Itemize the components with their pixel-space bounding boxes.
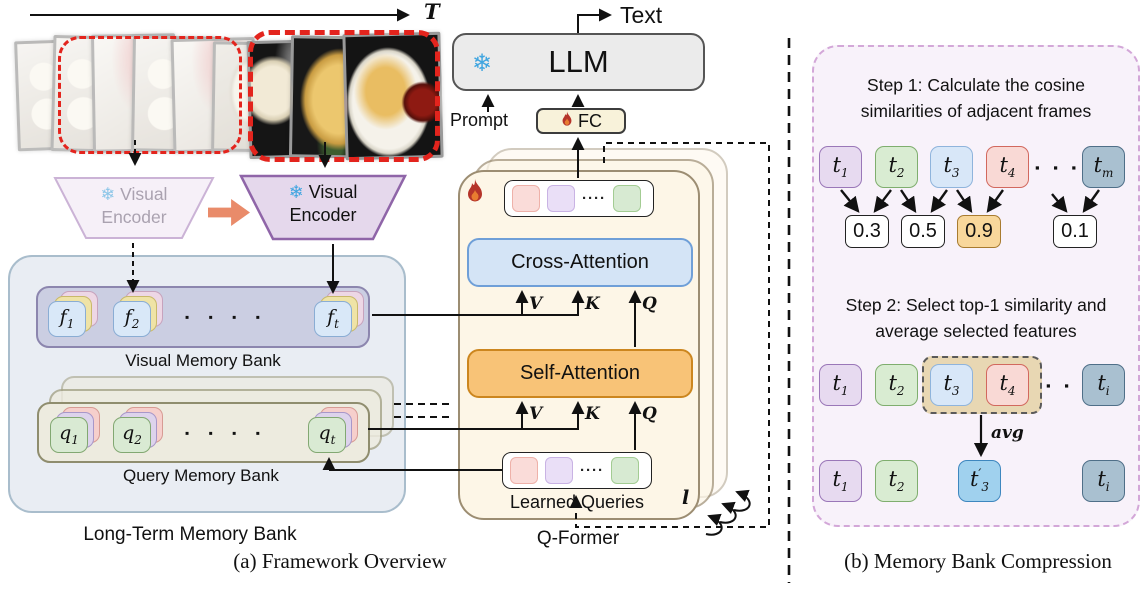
query-label: Q	[642, 294, 657, 314]
snowflake-icon: ❄	[288, 182, 304, 202]
token	[512, 185, 540, 212]
token	[547, 185, 575, 212]
frame-feature: t3	[930, 146, 973, 188]
ellipsis: ▪ ▪ ▪	[1035, 160, 1082, 175]
ellipsis: ····	[582, 190, 606, 207]
cross-attention-block: Cross-Attention	[467, 238, 693, 287]
trainable-flame-icon	[464, 178, 486, 209]
merged-frame-feature: t′3	[958, 460, 1001, 502]
encoder-label: Encoder	[289, 205, 357, 225]
ellipsis: ▪ ▪ ▪	[1046, 378, 1093, 393]
output-token-strip: ····	[504, 180, 654, 217]
frame-feature: t2	[875, 146, 918, 188]
visual-memory-cell: ft	[314, 291, 364, 337]
token	[510, 457, 538, 484]
frame-group-right-highlight	[248, 30, 440, 162]
encoder-label: Encoder	[101, 207, 167, 227]
query-memory-cell: q1	[50, 407, 100, 453]
frame-feature: ti	[1082, 460, 1125, 502]
ellipsis: ▪ ▪ ▪ ▪	[185, 426, 269, 440]
token	[545, 457, 573, 484]
frame-feature: t1	[819, 460, 862, 502]
token	[612, 185, 641, 212]
caption-a: (a) Framework Overview	[233, 549, 447, 573]
self-attention-block: Self-Attention	[467, 349, 693, 398]
ellipsis: ····	[580, 462, 604, 479]
frame-feature: t4	[986, 146, 1029, 188]
self-attention-label: Self-Attention	[519, 362, 641, 384]
value-label: V	[529, 294, 543, 314]
snowflake-icon: ❄	[100, 184, 116, 204]
value-label: V	[529, 404, 543, 424]
prompt-label: Prompt	[450, 110, 509, 130]
key-label: K	[585, 404, 600, 424]
fc-layer: FC	[536, 108, 626, 134]
qformer-label: Q-Former	[536, 528, 620, 549]
caption-b: (b) Memory Bank Compression	[844, 549, 1112, 573]
encoder-label: Visual	[120, 184, 168, 204]
token	[610, 457, 639, 484]
avg-label: avg	[991, 423, 1024, 443]
snowflake-icon: ❄	[472, 50, 493, 77]
similarity-score-selected: 0.9	[957, 215, 1001, 248]
key-label: K	[585, 294, 600, 314]
trainable-flame-icon	[560, 110, 574, 133]
similarity-score: 0.1	[1053, 215, 1097, 248]
llm-block: ❄ LLM	[452, 33, 705, 91]
visual-memory-cell: f2	[113, 291, 163, 337]
similarity-score: 0.3	[845, 215, 889, 248]
frame-feature: tm	[1082, 146, 1125, 188]
text-output-label: Text	[620, 2, 663, 28]
frame-feature: t2	[875, 364, 918, 406]
frame-feature: ti	[1082, 364, 1125, 406]
layer-count-label: l	[682, 487, 690, 509]
ellipsis: ▪ ▪ ▪ ▪	[185, 310, 269, 324]
visual-memory-bank-label: Visual Memory Bank	[125, 351, 281, 370]
query-memory-cell: qt	[308, 407, 358, 453]
frame-feature: t1	[819, 146, 862, 188]
frame-feature: t3	[930, 364, 973, 406]
long-term-memory-bank-label: Long-Term Memory Bank	[83, 524, 297, 545]
learned-queries-strip: ····	[502, 452, 652, 489]
learned-queries-label: Learned Queries	[509, 492, 645, 512]
frame-feature: t4	[986, 364, 1029, 406]
cross-attention-label: Cross-Attention	[511, 251, 649, 273]
frame-feature: t1	[819, 364, 862, 406]
frame-group-left-highlight	[58, 36, 242, 154]
frame-feature: t2	[875, 460, 918, 502]
llm-label: LLM	[548, 44, 609, 79]
query-memory-bank-label: Query Memory Bank	[123, 466, 279, 485]
timeline-label: T	[424, 0, 440, 24]
query-label: Q	[642, 404, 657, 424]
query-memory-cell: q2	[113, 407, 163, 453]
fc-label: FC	[578, 110, 602, 131]
encoder-label: Visual	[308, 182, 358, 202]
visual-memory-cell: f1	[48, 291, 98, 337]
similarity-score: 0.5	[901, 215, 945, 248]
